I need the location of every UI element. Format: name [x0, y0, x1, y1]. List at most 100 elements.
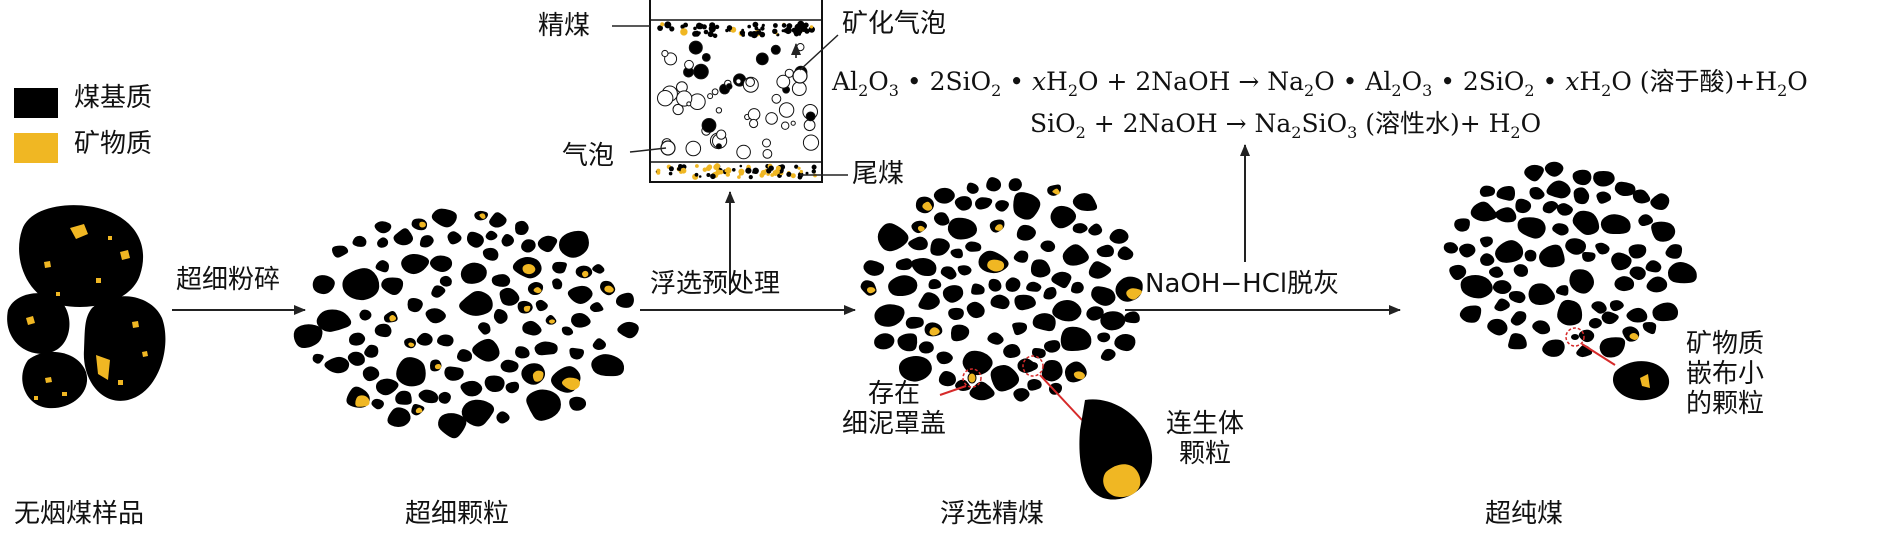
froth-particles — [657, 20, 815, 39]
fine-particle — [395, 390, 412, 405]
concentrate-particle — [911, 258, 937, 277]
concentrate-particle — [1030, 259, 1051, 278]
concentrate-particle — [918, 341, 934, 354]
pure-particle — [1652, 302, 1679, 322]
pure-particle — [1576, 344, 1593, 358]
pure-particle — [1611, 252, 1632, 271]
pure-particle — [1628, 244, 1647, 259]
label-deash: NaOH−HCl脱灰 — [1145, 269, 1340, 299]
bubble — [735, 78, 742, 85]
pure-particle — [1487, 318, 1508, 336]
label-slime-line2: 细泥罩盖 — [841, 408, 946, 439]
bubble — [803, 119, 816, 132]
mineral-inclusion — [922, 201, 933, 211]
froth-particle — [797, 20, 805, 28]
mineral-spot — [62, 392, 67, 396]
bubble — [784, 68, 794, 78]
fine-particle — [375, 378, 399, 396]
mineral-inclusion — [419, 221, 426, 228]
fine-particle — [431, 285, 446, 298]
coal-particle — [701, 118, 717, 133]
tailings-particle — [748, 175, 753, 180]
bubble — [716, 129, 727, 140]
mineral-inclusion — [1073, 371, 1085, 380]
intergrowth-callout-circle — [1022, 355, 1044, 377]
tailings-particle — [794, 164, 799, 169]
lump-mineral-spots — [26, 224, 148, 400]
tailings-particle — [668, 171, 673, 176]
fine-particle — [416, 332, 433, 346]
fine-particle — [466, 231, 484, 248]
caption-ultrafine: 超细颗粒 — [405, 499, 510, 529]
pure-particle — [1470, 201, 1498, 222]
bubble — [762, 149, 773, 159]
concentrate-particle — [874, 304, 905, 327]
concentrate-particle — [966, 301, 985, 319]
bubble — [765, 112, 778, 125]
pure-particle — [1460, 275, 1493, 299]
concentrate-particle — [1109, 228, 1129, 244]
pure-particle — [1492, 280, 1512, 294]
fine-particle — [461, 399, 495, 427]
embedded-callout-circle — [1565, 327, 1585, 347]
froth-particle — [781, 23, 787, 28]
label-embedded-line3: 的颗粒 — [1685, 388, 1764, 419]
tailings-particle — [799, 169, 803, 174]
tailings-particle — [811, 169, 816, 174]
fine-particle — [374, 221, 392, 234]
pure-particle — [1529, 187, 1545, 200]
froth-particle — [781, 29, 785, 33]
pure-particle — [1459, 243, 1476, 258]
pure-particle — [1517, 217, 1546, 239]
froth-particle — [761, 23, 765, 27]
bubble — [715, 107, 723, 114]
pure-particle — [1645, 260, 1662, 273]
fine-particle — [482, 247, 499, 261]
coal-particle — [715, 143, 722, 150]
froth-particle — [773, 23, 778, 28]
concentrate-particle — [971, 283, 985, 295]
froth-particle — [757, 30, 762, 35]
froth-particle — [657, 25, 663, 31]
mineral-inclusion — [1126, 288, 1142, 300]
concentrate-particle — [990, 364, 1020, 392]
fine-particle — [615, 292, 634, 308]
mineral-inclusion — [389, 315, 397, 322]
fine-particle — [460, 262, 487, 284]
fine-particle — [522, 320, 542, 336]
tailings-particle — [678, 164, 683, 169]
concentrate-particle — [1114, 334, 1136, 352]
mineral-spot — [120, 250, 130, 260]
concentrate-particle — [874, 333, 895, 350]
fine-particle — [359, 309, 372, 321]
tailings-particle — [737, 175, 741, 179]
legend-swatch-coal-matrix — [14, 88, 58, 118]
bubble — [781, 121, 790, 130]
coal-particle — [701, 53, 711, 62]
label-flotation: 浮选预处理 — [650, 269, 781, 299]
concentrate-particle — [1048, 382, 1063, 395]
concentrate-particle — [930, 238, 950, 256]
coal-particle — [755, 52, 769, 66]
fine-particle — [418, 389, 439, 404]
concentrate-particle — [1100, 311, 1126, 331]
concentrate-particle — [898, 356, 932, 382]
tailings-particle — [706, 173, 711, 177]
pure-particle — [1573, 187, 1590, 205]
fine-particle — [438, 391, 451, 404]
pure-particle — [1539, 244, 1565, 268]
fine-particle — [561, 326, 574, 336]
froth-particle — [669, 26, 675, 32]
pure-particle — [1614, 276, 1635, 292]
label-intergrowth: 连生体 颗粒 — [1155, 409, 1255, 470]
fine-particle — [362, 366, 380, 382]
bubble — [749, 118, 759, 129]
pure-particle — [1546, 180, 1571, 199]
froth-particle — [683, 22, 688, 28]
concentrate-particle — [1026, 281, 1042, 292]
bubble — [661, 49, 669, 58]
label-embedded-line1: 矿物质 — [1685, 329, 1764, 359]
tailings-particle — [768, 165, 774, 171]
concentrate-particle — [1032, 313, 1056, 332]
pure-particle — [1614, 181, 1636, 197]
